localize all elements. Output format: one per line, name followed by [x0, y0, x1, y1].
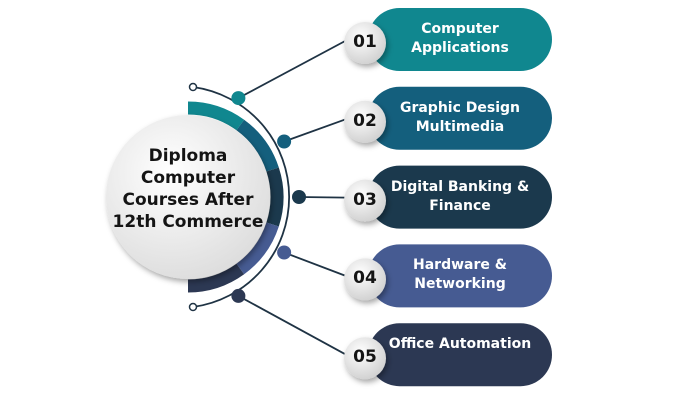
arc-segment — [266, 167, 284, 227]
item-number: 02 — [353, 110, 377, 131]
connector-dot — [292, 190, 306, 204]
course-label: Office Automation — [388, 336, 532, 353]
connector-line — [283, 251, 348, 278]
connector-dot — [277, 134, 292, 149]
item-number: 04 — [353, 268, 377, 289]
course-pill — [368, 86, 552, 150]
course-pill — [368, 165, 552, 229]
connector-dot — [231, 91, 246, 106]
course-label: Computer Applications — [411, 21, 509, 56]
connector-dot — [277, 245, 292, 260]
connector-line — [283, 117, 348, 143]
arc-end-dot — [188, 302, 198, 312]
course-pill — [368, 244, 552, 308]
arc-end-dot — [188, 82, 198, 92]
arc-segment — [187, 263, 245, 293]
item-number: 01 — [353, 32, 377, 52]
number-badge — [344, 258, 386, 301]
number-badge — [344, 100, 386, 143]
number-badge — [344, 179, 386, 222]
arc-segment — [236, 119, 279, 172]
center-title: Diploma Computer Courses After 12th Comm… — [112, 146, 264, 232]
course-label: Hardware & Networking — [413, 257, 507, 293]
item-number: 05 — [353, 347, 377, 368]
number-badge — [344, 337, 386, 380]
course-pill — [368, 8, 552, 71]
arc-segment — [236, 222, 279, 275]
arc-segment — [187, 101, 245, 131]
connector-dot — [231, 288, 246, 303]
item-number: 03 — [353, 189, 377, 210]
center-circle — [106, 115, 270, 279]
connector-line — [237, 295, 348, 356]
connector-line — [237, 39, 348, 99]
course-label: Digital Banking & Finance — [390, 178, 530, 214]
course-label: Graphic Design Multimedia — [399, 99, 521, 135]
course-pill — [368, 323, 552, 387]
connector-line — [298, 196, 348, 199]
number-badge — [344, 22, 386, 64]
